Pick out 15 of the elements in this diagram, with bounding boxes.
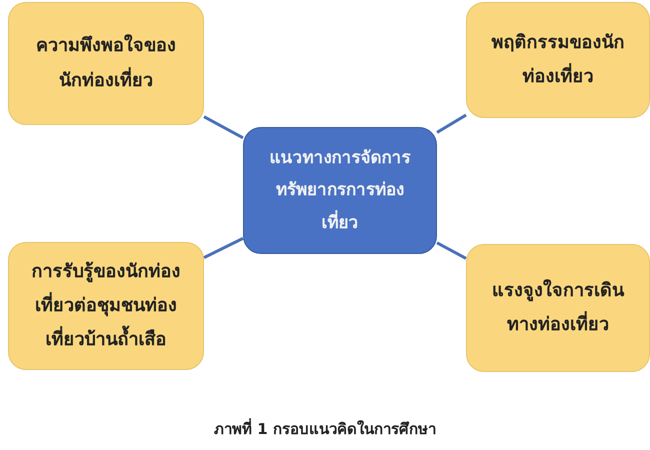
factor-box: [466, 2, 650, 118]
box-text: แรงจูงใจการเดินทางท่องเที่ยว: [491, 278, 626, 337]
box-text: แนวทางการจัดการทรัพยากรการท่องเที่ยว: [268, 147, 412, 235]
factor-box: [466, 244, 650, 372]
box-text: การรับรู้ของนักท่องเที่ยวต่อชุมชนท่องเที่ยวบ้านถ้ำเสือ: [30, 260, 182, 352]
connector-line: [203, 237, 244, 259]
caption: ภาพที่ 1 กรอบแนวคิดในการศึกษา: [213, 418, 437, 440]
factor-box: [8, 2, 204, 125]
box-text: ความพึงพอใจของนักท่องเที่ยว: [35, 33, 177, 92]
box-text: พฤติกรรมของนักท่องเที่ยว: [490, 30, 626, 89]
factor-box: [8, 242, 204, 370]
connector-line: [436, 114, 467, 134]
connector-line: [203, 115, 244, 140]
topic-box: [243, 127, 437, 254]
connector-line: [436, 241, 467, 260]
